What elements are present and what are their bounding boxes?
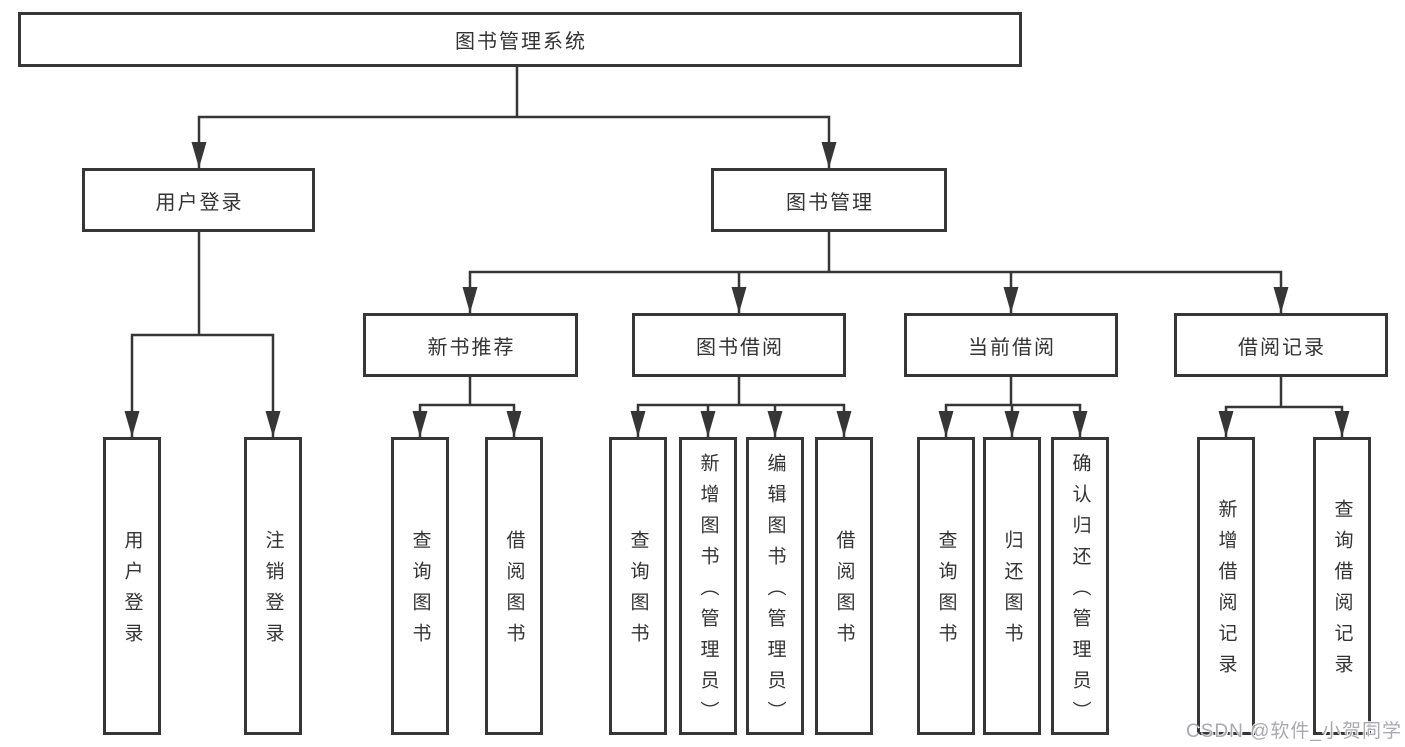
node-label: 用户登录 — [155, 191, 244, 214]
node-label: 新增借阅记录 — [1215, 499, 1237, 685]
node-label: 注销登录 — [262, 530, 284, 654]
node-label: 查询借阅记录 — [1331, 499, 1353, 685]
node-user-login: 用户登录 — [82, 168, 315, 232]
node-confirm-return-admin: 确认归还（管理员） — [1051, 437, 1109, 735]
node-add-books-admin: 新增图书（管理员） — [679, 437, 737, 735]
node-borrow-books: 借阅图书 — [815, 437, 873, 735]
node-label: 新书推荐 — [427, 336, 516, 359]
csdn-watermark: CSDN @软件_小贺同学 — [1186, 721, 1402, 742]
node-query-borrow-record: 查询借阅记录 — [1313, 437, 1371, 735]
node-label: 归还图书 — [1001, 530, 1023, 654]
node-label: 确认归还（管理员） — [1069, 452, 1091, 732]
node-label: 查询图书 — [627, 530, 649, 654]
node-query-books-current: 查询图书 — [917, 437, 975, 735]
node-library-management-system: 图书管理系统 — [18, 12, 1022, 67]
node-label: 用户登录 — [121, 530, 143, 654]
arrowheads — [124, 142, 1350, 437]
node-label: 查询图书 — [409, 530, 431, 654]
node-label: 借阅记录 — [1238, 336, 1326, 359]
node-current-borrowing: 当前借阅 — [904, 313, 1118, 377]
node-book-management: 图书管理 — [711, 168, 947, 232]
node-query-books-recommend: 查询图书 — [391, 437, 449, 735]
node-return-books: 归还图书 — [983, 437, 1041, 735]
node-add-borrow-record: 新增借阅记录 — [1197, 437, 1255, 735]
node-borrow-books-recommend: 借阅图书 — [485, 437, 543, 735]
node-borrowing-records: 借阅记录 — [1174, 313, 1388, 377]
node-edit-books-admin: 编辑图书（管理员） — [746, 437, 804, 735]
node-label: 当前借阅 — [968, 336, 1056, 359]
node-logout: 注销登录 — [244, 437, 302, 735]
node-label: 图书管理系统 — [455, 31, 587, 53]
node-label: 编辑图书（管理员） — [764, 452, 786, 732]
node-query-books-borrowing: 查询图书 — [609, 437, 667, 735]
node-label: 新增图书（管理员） — [697, 452, 719, 732]
node-new-book-recommendation: 新书推荐 — [363, 313, 578, 377]
node-book-borrowing: 图书借阅 — [632, 313, 846, 377]
node-label: 借阅图书 — [833, 530, 855, 654]
node-label: 图书借阅 — [696, 336, 784, 359]
node-label: 图书管理 — [786, 191, 874, 214]
node-user-login-leaf: 用户登录 — [103, 437, 161, 735]
node-label: 查询图书 — [935, 530, 957, 654]
node-label: 借阅图书 — [503, 530, 525, 654]
